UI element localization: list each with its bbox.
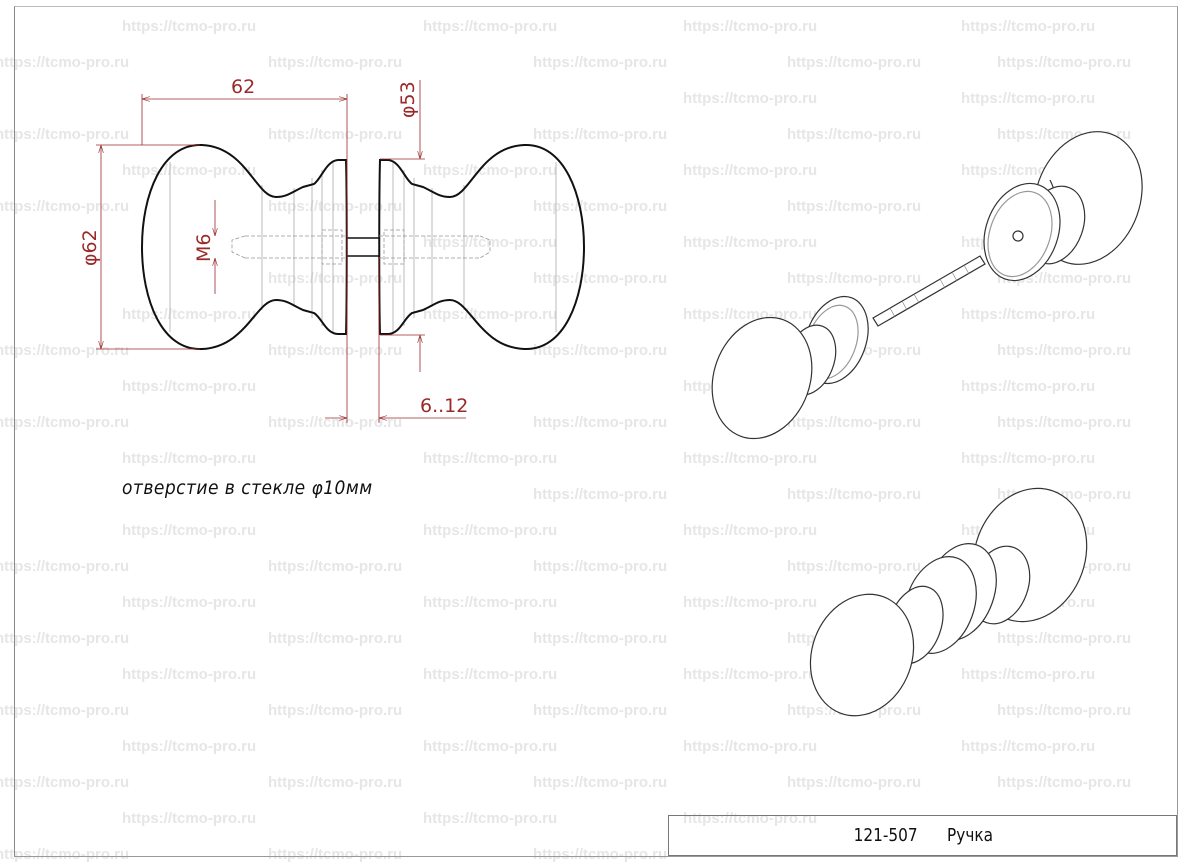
part-code: 121-507 bbox=[853, 825, 918, 846]
glass-hole-caption: отверстие в стекле φ10мм bbox=[122, 477, 373, 499]
part-name: Ручка bbox=[947, 825, 994, 846]
dim-length: 62 bbox=[231, 76, 255, 98]
left-knob-outline bbox=[140, 143, 348, 351]
dim-flange-diameter: φ53 bbox=[397, 81, 419, 118]
assembled-iso-view bbox=[809, 487, 1088, 717]
exploded-iso-view bbox=[711, 131, 1143, 440]
threaded-rod bbox=[231, 229, 491, 265]
title-block: 121-507 Ручка bbox=[668, 815, 1177, 856]
dimension-lines bbox=[96, 80, 466, 423]
iso-threaded-rod bbox=[872, 255, 986, 327]
drawing-frame bbox=[14, 6, 1178, 857]
dim-thread: M6 bbox=[193, 234, 215, 262]
dim-glass-thickness: 6..12 bbox=[420, 395, 468, 417]
dim-knob-diameter: φ62 bbox=[79, 229, 101, 266]
right-knob-outline bbox=[378, 143, 586, 351]
knob-side-view bbox=[140, 143, 586, 351]
